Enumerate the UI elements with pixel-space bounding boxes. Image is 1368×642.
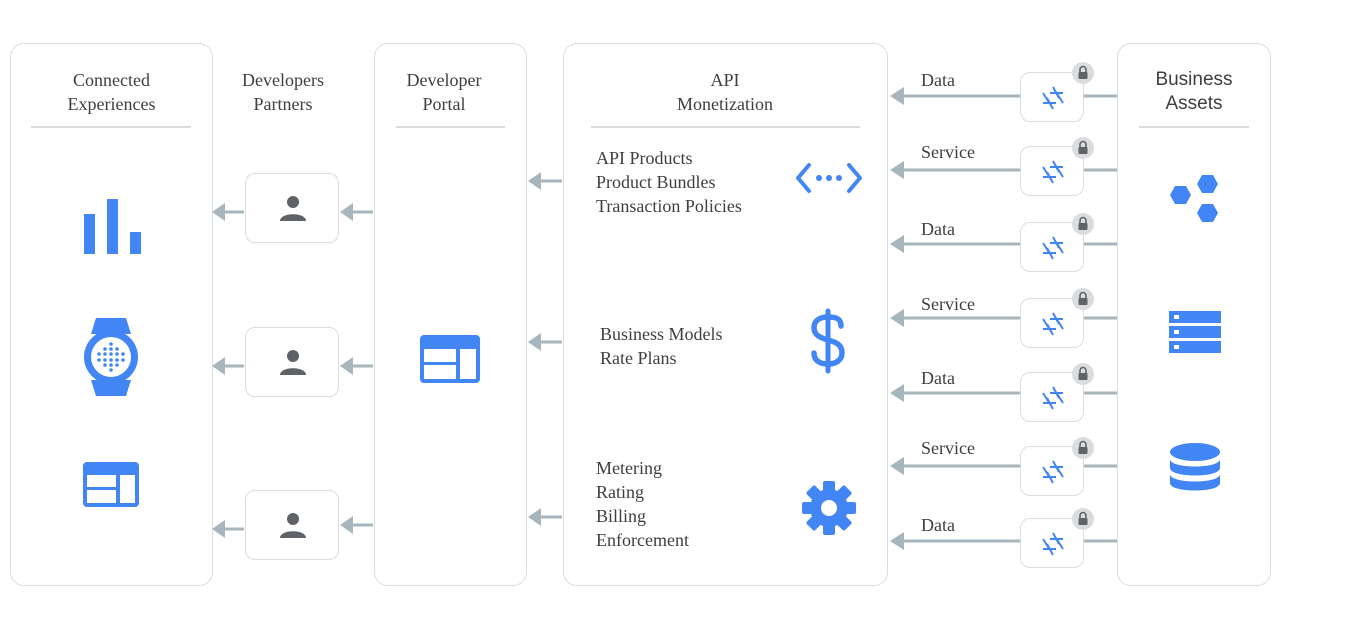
flow-label: Service bbox=[921, 142, 975, 162]
code-icon bbox=[796, 163, 862, 193]
title-line: Experiences bbox=[67, 94, 156, 114]
feature-item: Enforcement bbox=[596, 530, 689, 550]
developer-partner-box bbox=[245, 327, 339, 397]
feature-item: Business Models bbox=[600, 324, 723, 344]
lock-icon bbox=[1072, 437, 1094, 459]
business-assets-title: Business Assets bbox=[1117, 68, 1271, 116]
arrow bbox=[528, 508, 562, 526]
gateway-box bbox=[1020, 146, 1084, 196]
shutter-icon bbox=[1042, 236, 1064, 260]
developers-partners-title: Developers Partners bbox=[213, 68, 353, 116]
arrow bbox=[890, 87, 1020, 105]
title-line: Portal bbox=[422, 94, 466, 114]
arrow bbox=[528, 172, 562, 190]
title-line: Partners bbox=[253, 94, 313, 114]
monetization-feature-list: API Products Product Bundles Transaction… bbox=[596, 146, 742, 218]
flow-label: Data bbox=[921, 368, 955, 388]
arrow bbox=[340, 357, 373, 375]
title-line: Business bbox=[1155, 69, 1233, 90]
gateway-box bbox=[1020, 372, 1084, 422]
flow-label: Data bbox=[921, 515, 955, 535]
shutter-icon bbox=[1042, 460, 1064, 484]
arrow bbox=[212, 520, 244, 538]
person-icon bbox=[280, 350, 306, 375]
gateway-box bbox=[1020, 446, 1084, 496]
person-icon bbox=[280, 513, 306, 538]
monetization-feature-list: Business Models Rate Plans bbox=[600, 322, 723, 370]
title-divider bbox=[591, 126, 860, 128]
gear-icon bbox=[802, 481, 856, 535]
connected-experiences-title: Connected Experiences bbox=[10, 68, 213, 116]
web-layout-icon bbox=[83, 462, 139, 507]
gateway-box bbox=[1020, 222, 1084, 272]
monetization-feature-list: Metering Rating Billing Enforcement bbox=[596, 456, 689, 552]
feature-item: Metering bbox=[596, 458, 662, 478]
title-line: Assets bbox=[1165, 93, 1223, 114]
bar-chart-icon bbox=[84, 199, 141, 254]
arrow bbox=[212, 357, 244, 375]
arrow bbox=[528, 333, 562, 351]
api-monetization-title: API Monetization bbox=[590, 68, 860, 116]
arrow bbox=[890, 235, 1020, 253]
shutter-icon bbox=[1042, 532, 1064, 556]
feature-item: Billing bbox=[596, 506, 647, 526]
shutter-icon bbox=[1042, 86, 1064, 110]
developer-portal-panel bbox=[374, 43, 527, 586]
title-line: Connected bbox=[73, 70, 150, 90]
arrow bbox=[340, 203, 373, 221]
title-line: API bbox=[710, 70, 740, 90]
server-icon bbox=[1169, 311, 1221, 353]
feature-item: Product Bundles bbox=[596, 172, 716, 192]
title-line: Developers bbox=[242, 70, 324, 90]
flow-label: Data bbox=[921, 219, 955, 239]
shutter-icon bbox=[1042, 312, 1064, 336]
lock-icon bbox=[1072, 363, 1094, 385]
gateway-box bbox=[1020, 72, 1084, 122]
arrow bbox=[890, 384, 1020, 402]
lock-icon bbox=[1072, 213, 1094, 235]
arrow bbox=[890, 457, 1020, 475]
person-icon bbox=[280, 196, 306, 221]
developer-partner-box bbox=[245, 173, 339, 243]
lock-icon bbox=[1072, 137, 1094, 159]
title-divider bbox=[396, 126, 505, 128]
feature-item: Rate Plans bbox=[600, 348, 677, 368]
connector bbox=[1083, 94, 1117, 543]
arrow bbox=[212, 203, 244, 221]
shutter-icon bbox=[1042, 160, 1064, 184]
dollar-icon bbox=[811, 308, 845, 374]
arrow bbox=[890, 309, 1020, 327]
arrow bbox=[890, 161, 1020, 179]
web-layout-icon bbox=[420, 335, 480, 383]
database-icon bbox=[1170, 443, 1220, 491]
feature-item: Transaction Policies bbox=[596, 196, 742, 216]
title-line: Monetization bbox=[677, 94, 773, 114]
shutter-icon bbox=[1042, 386, 1064, 410]
feature-item: API Products bbox=[596, 148, 693, 168]
lock-icon bbox=[1072, 288, 1094, 310]
arrow bbox=[890, 532, 1020, 550]
flow-label: Service bbox=[921, 438, 975, 458]
title-divider bbox=[1139, 126, 1249, 128]
feature-item: Rating bbox=[596, 482, 644, 502]
arrow bbox=[340, 516, 373, 534]
flow-label: Data bbox=[921, 70, 955, 90]
gateway-box bbox=[1020, 298, 1084, 348]
flow-label: Service bbox=[921, 294, 975, 314]
title-line: Developer bbox=[406, 70, 482, 90]
gateway-box bbox=[1020, 518, 1084, 568]
developer-partner-box bbox=[245, 490, 339, 560]
developer-portal-title: Developer Portal bbox=[374, 68, 514, 116]
title-divider bbox=[31, 126, 191, 128]
lock-icon bbox=[1072, 62, 1094, 84]
hexagons-icon bbox=[1170, 175, 1218, 222]
smartwatch-icon bbox=[84, 318, 138, 396]
lock-icon bbox=[1072, 508, 1094, 530]
